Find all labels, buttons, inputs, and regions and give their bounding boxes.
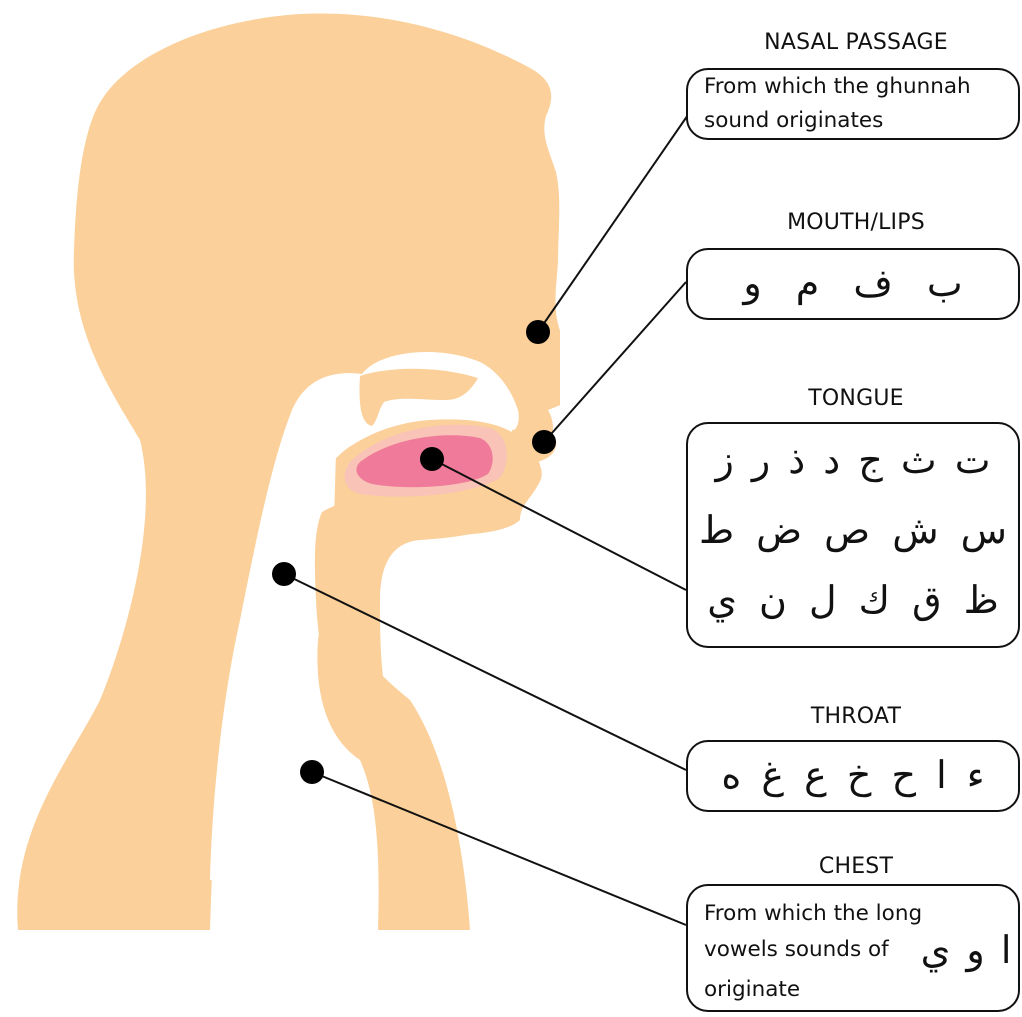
nasal-passage-title: NASAL PASSAGE	[686, 30, 1022, 55]
tongue-letters-row-3: ظ ق ك ل ن ي	[698, 576, 1008, 624]
nasal-passage-box: From which the ghunnah sound originates	[686, 68, 1020, 140]
mouth-lips-title: MOUTH/LIPS	[686, 210, 1022, 235]
throat-box: ء ا ح خ ع غ ه	[686, 740, 1020, 812]
mouth-connector-line	[544, 282, 686, 442]
chest-title: CHEST	[686, 854, 1022, 879]
tongue-box: ت ث ج د ذ ر ز س ش ص ض ط ظ ق ك ل ن ي	[686, 422, 1020, 648]
tongue-letters-row-1: ت ث ج د ذ ر ز	[698, 436, 1008, 484]
mouth-lips-box: ب ف م و	[686, 248, 1020, 320]
neck-interior	[315, 484, 517, 740]
chest-description-line-2: vowels sounds of	[704, 932, 889, 968]
chest-box: From which the long vowels sounds of ori…	[686, 884, 1020, 1012]
tongue-title: TONGUE	[686, 386, 1022, 411]
nasal-description-line-2: sound originates	[704, 103, 883, 139]
chest-description-line-3: originate	[704, 972, 800, 1008]
head-profile-illustration	[0, 0, 560, 1017]
chest-description-line-1: From which the long	[704, 896, 922, 932]
nasal-description-line-1: From which the ghunnah	[704, 69, 971, 105]
tongue-letters-row-2: س ش ص ض ط	[698, 506, 1008, 554]
mouth-lips-letters: ب ف م و	[698, 259, 1008, 307]
throat-letters: ء ا ح خ ع غ ه	[698, 751, 1008, 799]
nasal-connector-line	[538, 112, 690, 332]
chest-long-vowel-letters: ا و ي	[916, 926, 1016, 974]
throat-title: THROAT	[686, 704, 1022, 729]
